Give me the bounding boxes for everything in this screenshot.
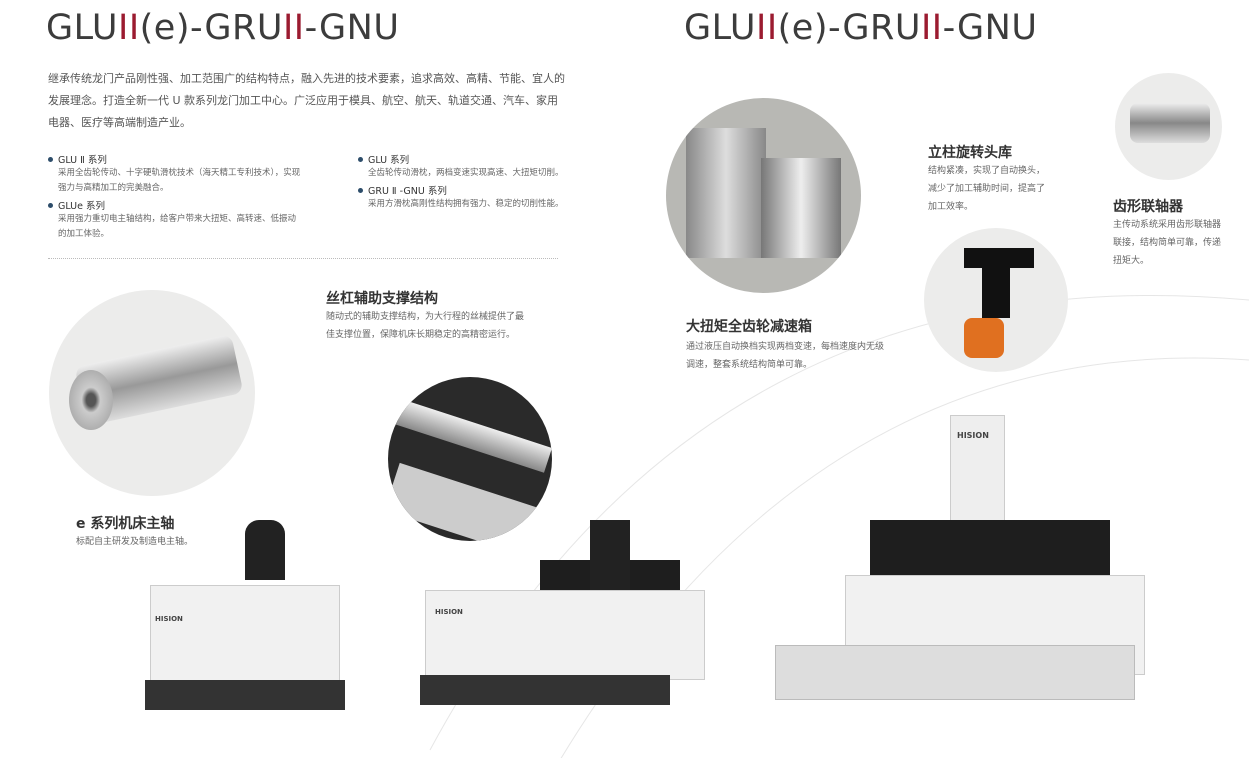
page-title-left: GLUII(e)-GRUII-GNU xyxy=(46,8,400,48)
series-name: GLU 系列 xyxy=(358,152,578,166)
series-name: GLUe 系列 xyxy=(48,198,303,212)
head-magazine-image xyxy=(924,228,1068,372)
series-list-left: GLU Ⅱ 系列 采用全齿轮传动、十字硬轨滑枕技术（海天精工专利技术），实现强力… xyxy=(48,150,303,242)
feature-desc-screw: 随动式的辅助支撑结构，为大行程的丝械提供了最佳支撑位置，保障机床长期稳定的高精密… xyxy=(326,312,525,340)
series-desc: 采用强力重切电主轴结构，给客户带来大扭矩、高转速、低振动的加工体验。 xyxy=(58,214,297,239)
feature-desc-coupling: 主传动系统采用齿形联轴器联接，结构简单可靠，传递扭矩大。 xyxy=(1113,220,1222,266)
series-desc: 全齿轮传动滑枕，两档变速实现高速、大扭矩切削。 xyxy=(368,168,564,178)
machine-glu: HISION xyxy=(420,510,715,710)
series-list-right: GLU 系列 全齿轮传动滑枕，两档变速实现高速、大扭矩切削。 GRU Ⅱ -GN… xyxy=(358,150,578,212)
ballscrew-image xyxy=(388,377,552,541)
feature-title-gearbox: 大扭矩全齿轮减速箱 xyxy=(686,319,812,335)
divider xyxy=(48,258,558,259)
brand-logo: HISION xyxy=(155,615,183,623)
series-name: GRU Ⅱ -GNU 系列 xyxy=(358,183,578,197)
feature-title-head: 立柱旋转头库 xyxy=(928,145,1012,161)
spindle-image xyxy=(49,290,255,496)
machine-glue: HISION xyxy=(145,520,345,710)
feature-title-screw: 丝杠辅助支撑结构 xyxy=(326,291,438,307)
feature-title-coupling: 齿形联轴器 xyxy=(1113,199,1183,215)
brand-logo: HISION xyxy=(957,431,989,440)
feature-desc-gearbox: 通过液压自动换档实现两档变速，每档速度内无级调速，整套系统结构简单可靠。 xyxy=(686,342,885,370)
coupling-image xyxy=(1115,73,1222,180)
intro-paragraph: 继承传统龙门产品刚性强、加工范围广的结构特点，融入先进的技术要素，追求高效、高精… xyxy=(48,72,565,129)
machine-gnu: HISION xyxy=(745,415,1165,715)
feature-desc-spindle: 标配自主研发及制造电主轴。 xyxy=(76,537,194,547)
brand-logo: HISION xyxy=(435,608,463,616)
feature-desc-head: 结构紧凑，实现了自动换头，减少了加工辅助时间，提高了加工效率。 xyxy=(928,166,1046,212)
gearbox-image xyxy=(666,98,861,293)
page-title-right: GLUII(e)-GRUII-GNU xyxy=(684,8,1038,48)
series-name: GLU Ⅱ 系列 xyxy=(48,152,303,166)
series-desc: 采用方滑枕高刚性结构拥有强力、稳定的切削性能。 xyxy=(368,199,564,209)
feature-title-spindle: e 系列机床主轴 xyxy=(76,516,175,532)
series-desc: 采用全齿轮传动、十字硬轨滑枕技术（海天精工专利技术），实现强力与高精加工的完美融… xyxy=(58,168,301,193)
